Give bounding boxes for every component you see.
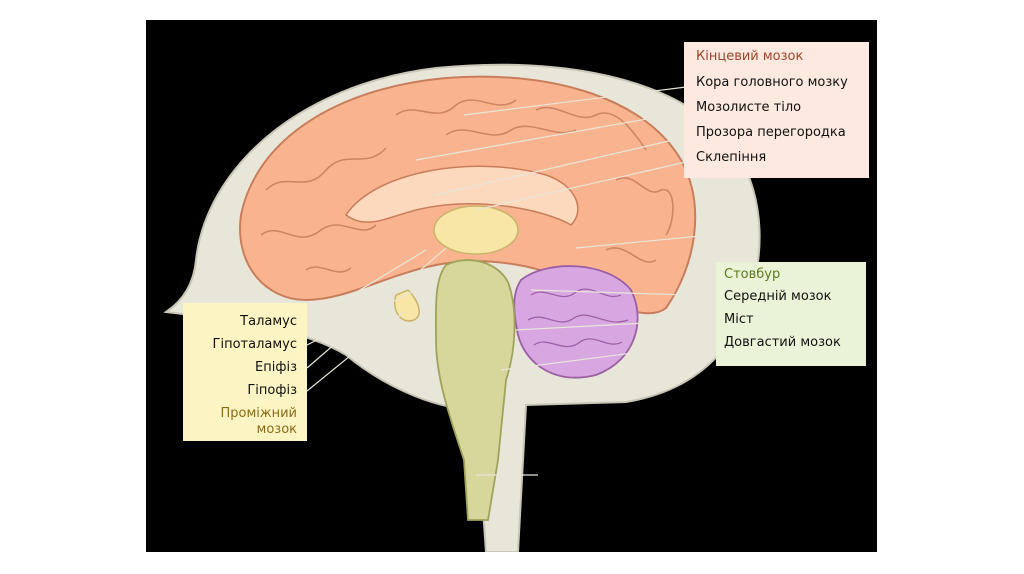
brainstem xyxy=(434,259,516,521)
diagram-panel: Кінцевий мозок Кора головного мозку Мозо… xyxy=(146,20,877,552)
label-leader-lines xyxy=(306,86,722,476)
label-medulla: Довгастий мозок xyxy=(724,335,841,350)
brain-sagittal-illustration xyxy=(163,63,761,552)
label-epiphysis: Епіфіз xyxy=(255,360,297,375)
thalamus xyxy=(433,205,519,255)
corpus-callosum xyxy=(344,165,579,226)
brainstem-title: Стовбур xyxy=(724,267,781,282)
label-hypothalamus: Гіпоталамус xyxy=(212,337,297,352)
label-corpus-callosum: Мозолисте тіло xyxy=(696,100,802,115)
telencephalon-title: Кінцевий мозок xyxy=(696,49,804,64)
label-pons: Міст xyxy=(724,312,754,327)
diencephalon-label-box: Таламус Гіпоталамус Епіфіз Гіпофіз Промі… xyxy=(183,303,307,441)
diencephalon-title-line1: Проміжний xyxy=(220,406,297,421)
label-thalamus: Таламус xyxy=(240,314,297,329)
label-pituitary: Гіпофіз xyxy=(247,383,297,398)
brainstem-label-box: Стовбур Середній мозок Міст Довгастий мо… xyxy=(716,262,866,366)
cortex-gyri xyxy=(260,99,674,273)
label-fornix: Склепіння xyxy=(696,150,767,165)
label-midbrain: Середній мозок xyxy=(724,289,832,304)
label-cortex: Кора головного мозку xyxy=(696,75,848,90)
label-septum-pellucidum: Прозора перегородка xyxy=(696,125,846,140)
diencephalon-title-line2: мозок xyxy=(256,422,297,437)
telencephalon-label-box: Кінцевий мозок Кора головного мозку Мозо… xyxy=(684,42,869,178)
